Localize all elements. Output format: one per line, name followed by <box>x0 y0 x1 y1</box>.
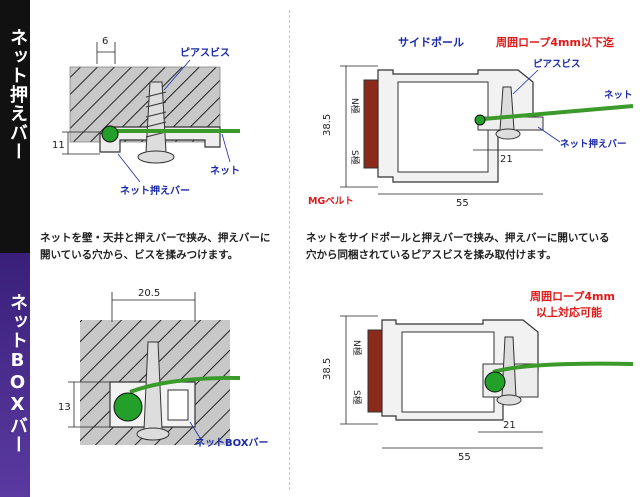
section-title: ネットBOXバー <box>7 293 28 454</box>
label-screw: ピアスビス <box>180 46 230 59</box>
caption-line: 穴から同梱されているピアスビスを揉み取付けます。 <box>306 249 557 261</box>
dimension-label: 6 <box>102 36 108 47</box>
diagram-net-holder-pole: サイドポール 周囲ロープ4mm以下迄 38.5 N極 S極 ピアスビス ネット … <box>308 35 634 209</box>
dimension-label: 38.5 <box>322 114 333 136</box>
caption-line: ネットを壁・天井と押えバーで挟み、押えバーに <box>40 232 271 244</box>
dimension-label: 11 <box>52 140 65 151</box>
note-rope-size: 周囲ロープ4mm以下迄 <box>496 35 614 49</box>
pole-north: N極 <box>351 340 363 356</box>
dimension-label: 21 <box>500 154 513 165</box>
caption-line: 開いている穴から、ビスを揉みつけます。 <box>40 249 239 261</box>
label-holder-bar: ネット押えバー <box>120 184 190 197</box>
pole-south: S極 <box>349 150 361 165</box>
pole-south: S極 <box>351 390 363 405</box>
label-screw: ピアスビス <box>533 58 581 70</box>
net-rope-circle <box>101 125 119 143</box>
diagram-net-box-wall: 20.5 13 ネットBOXバー <box>58 288 268 449</box>
diagram-net-box-pole: 周囲ロープ4mm 以上対応可能 38.5 N極 S極 21 55 <box>322 289 634 463</box>
dimension-label: 55 <box>456 198 469 209</box>
instruction-caption: ネットを壁・天井と押えバーで挟み、押えバーに 開いている穴から、ビスを揉みつけま… <box>40 230 270 264</box>
instruction-caption: ネットをサイドポールと押えバーで挟み、押えバーに開いている 穴から同梱されている… <box>306 230 610 264</box>
caption-line: ネットをサイドポールと押えバーで挟み、押えバーに開いている <box>306 232 610 244</box>
note-rope-size: 以上対応可能 <box>536 305 602 319</box>
note-rope-size: 周囲ロープ4mm <box>530 289 615 303</box>
label-net: ネット <box>604 90 633 101</box>
label-side-pole: サイドポール <box>398 35 464 49</box>
dimension-label: 13 <box>58 402 71 413</box>
pole-north: N極 <box>349 98 361 114</box>
dimension-label: 20.5 <box>138 288 160 299</box>
label-net: ネット <box>210 165 240 177</box>
label-holder-bar: ネット押えバー <box>560 138 627 150</box>
dimension-label: 21 <box>503 420 516 431</box>
magnet-belt <box>363 79 379 169</box>
section-tab-net-holder-bar: ネット押えバー <box>0 0 30 253</box>
dimension-label: 55 <box>458 452 471 463</box>
label-mg-belt: MGベルト <box>308 196 354 207</box>
label-box-bar: ネットBOXバー <box>195 437 268 449</box>
dimension-label: 38.5 <box>322 358 333 380</box>
section-tab-net-box-bar: ネットBOXバー <box>0 253 30 497</box>
diagram-net-holder-wall: 6 11 ピアスビス ネット ネット押えバー <box>52 36 240 197</box>
column-divider <box>289 10 290 490</box>
section-title: ネット押えバー <box>7 28 28 161</box>
